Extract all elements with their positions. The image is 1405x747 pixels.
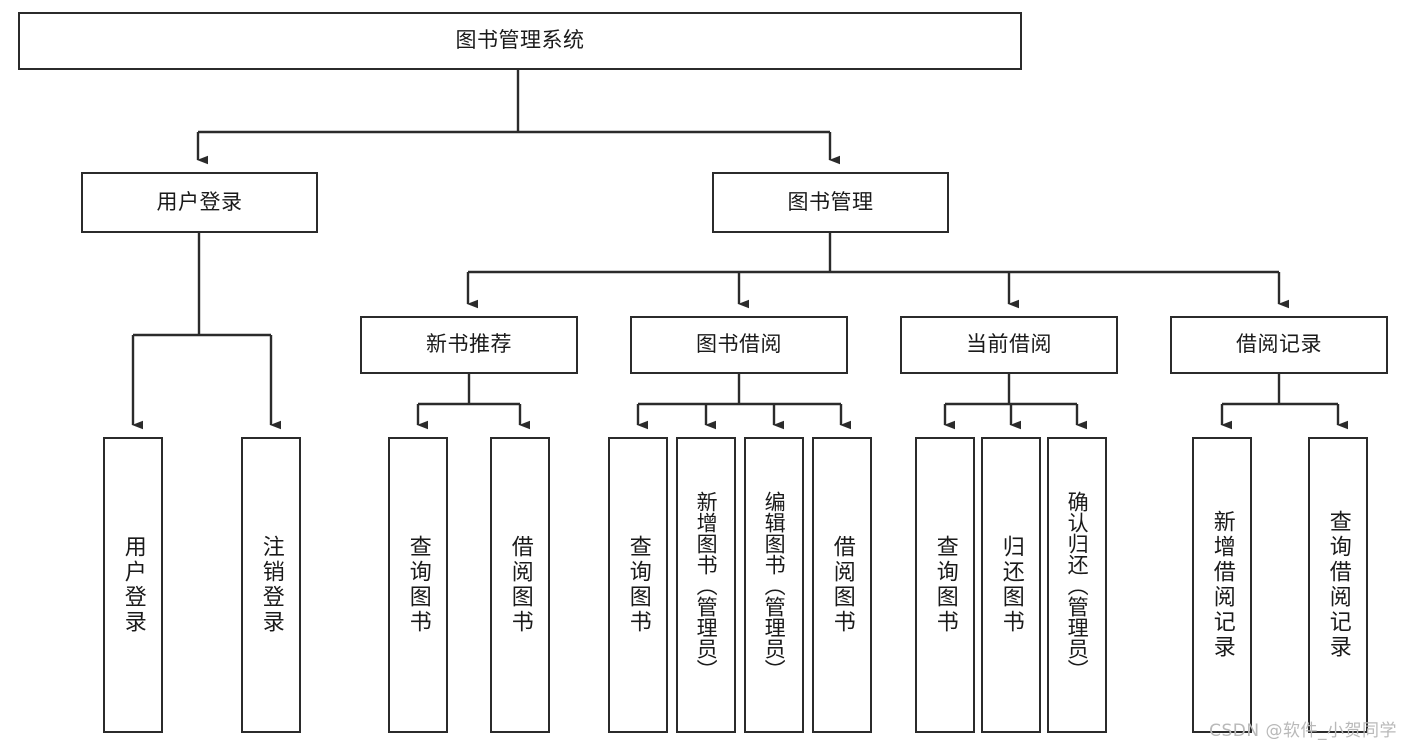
leaf-user-login-login[interactable]: 用户登录 xyxy=(103,437,163,733)
node-root-book-management-system[interactable]: 图书管理系统 xyxy=(18,12,1022,70)
leaf-current-borrow-query-book[interactable]: 查询图书 xyxy=(915,437,975,733)
node-label: 借阅记录 xyxy=(1236,332,1322,357)
leaf-current-borrow-confirm-return-admin[interactable]: 确认归还（管理员） xyxy=(1047,437,1107,733)
node-label: 新增借阅记录 xyxy=(1209,510,1235,660)
leaf-current-borrow-return-book[interactable]: 归还图书 xyxy=(981,437,1041,733)
node-label: 图书管理系统 xyxy=(455,28,585,53)
node-label: 新书推荐 xyxy=(426,332,512,357)
node-label: 确认归还（管理员） xyxy=(1065,490,1090,680)
node-label: 用户登录 xyxy=(156,189,243,214)
node-label: 查询借阅记录 xyxy=(1325,510,1351,660)
leaf-new-book-query-book[interactable]: 查询图书 xyxy=(388,437,448,733)
leaf-book-borrow-query-book[interactable]: 查询图书 xyxy=(608,437,668,733)
node-label: 归还图书 xyxy=(998,535,1024,635)
node-label: 借阅图书 xyxy=(829,535,855,635)
node-label: 当前借阅 xyxy=(966,332,1052,357)
node-label: 编辑图书（管理员） xyxy=(762,490,787,680)
watermark: CSDN @软件_小贺同学 xyxy=(1209,721,1397,741)
node-label: 新增图书（管理员） xyxy=(694,490,719,680)
leaf-borrow-record-query-record[interactable]: 查询借阅记录 xyxy=(1308,437,1368,733)
leaf-borrow-record-add-record[interactable]: 新增借阅记录 xyxy=(1192,437,1252,733)
node-current-borrow[interactable]: 当前借阅 xyxy=(900,316,1118,374)
node-label: 查询图书 xyxy=(932,535,958,635)
node-label: 查询图书 xyxy=(625,535,651,635)
node-label: 用户登录 xyxy=(120,535,146,635)
leaf-user-login-logout[interactable]: 注销登录 xyxy=(241,437,301,733)
leaf-book-borrow-edit-book-admin[interactable]: 编辑图书（管理员） xyxy=(744,437,804,733)
node-label: 图书借阅 xyxy=(696,332,782,357)
node-book-borrow[interactable]: 图书借阅 xyxy=(630,316,848,374)
node-book-management[interactable]: 图书管理 xyxy=(712,172,949,233)
node-user-login[interactable]: 用户登录 xyxy=(81,172,318,233)
node-label: 注销登录 xyxy=(258,535,284,635)
node-label: 图书管理 xyxy=(787,189,874,214)
leaf-book-borrow-borrow-book[interactable]: 借阅图书 xyxy=(812,437,872,733)
node-label: 借阅图书 xyxy=(507,535,533,635)
node-new-book-recommend[interactable]: 新书推荐 xyxy=(360,316,578,374)
node-label: 查询图书 xyxy=(405,535,431,635)
leaf-new-book-borrow-book[interactable]: 借阅图书 xyxy=(490,437,550,733)
leaf-book-borrow-add-book-admin[interactable]: 新增图书（管理员） xyxy=(676,437,736,733)
node-borrow-record[interactable]: 借阅记录 xyxy=(1170,316,1388,374)
